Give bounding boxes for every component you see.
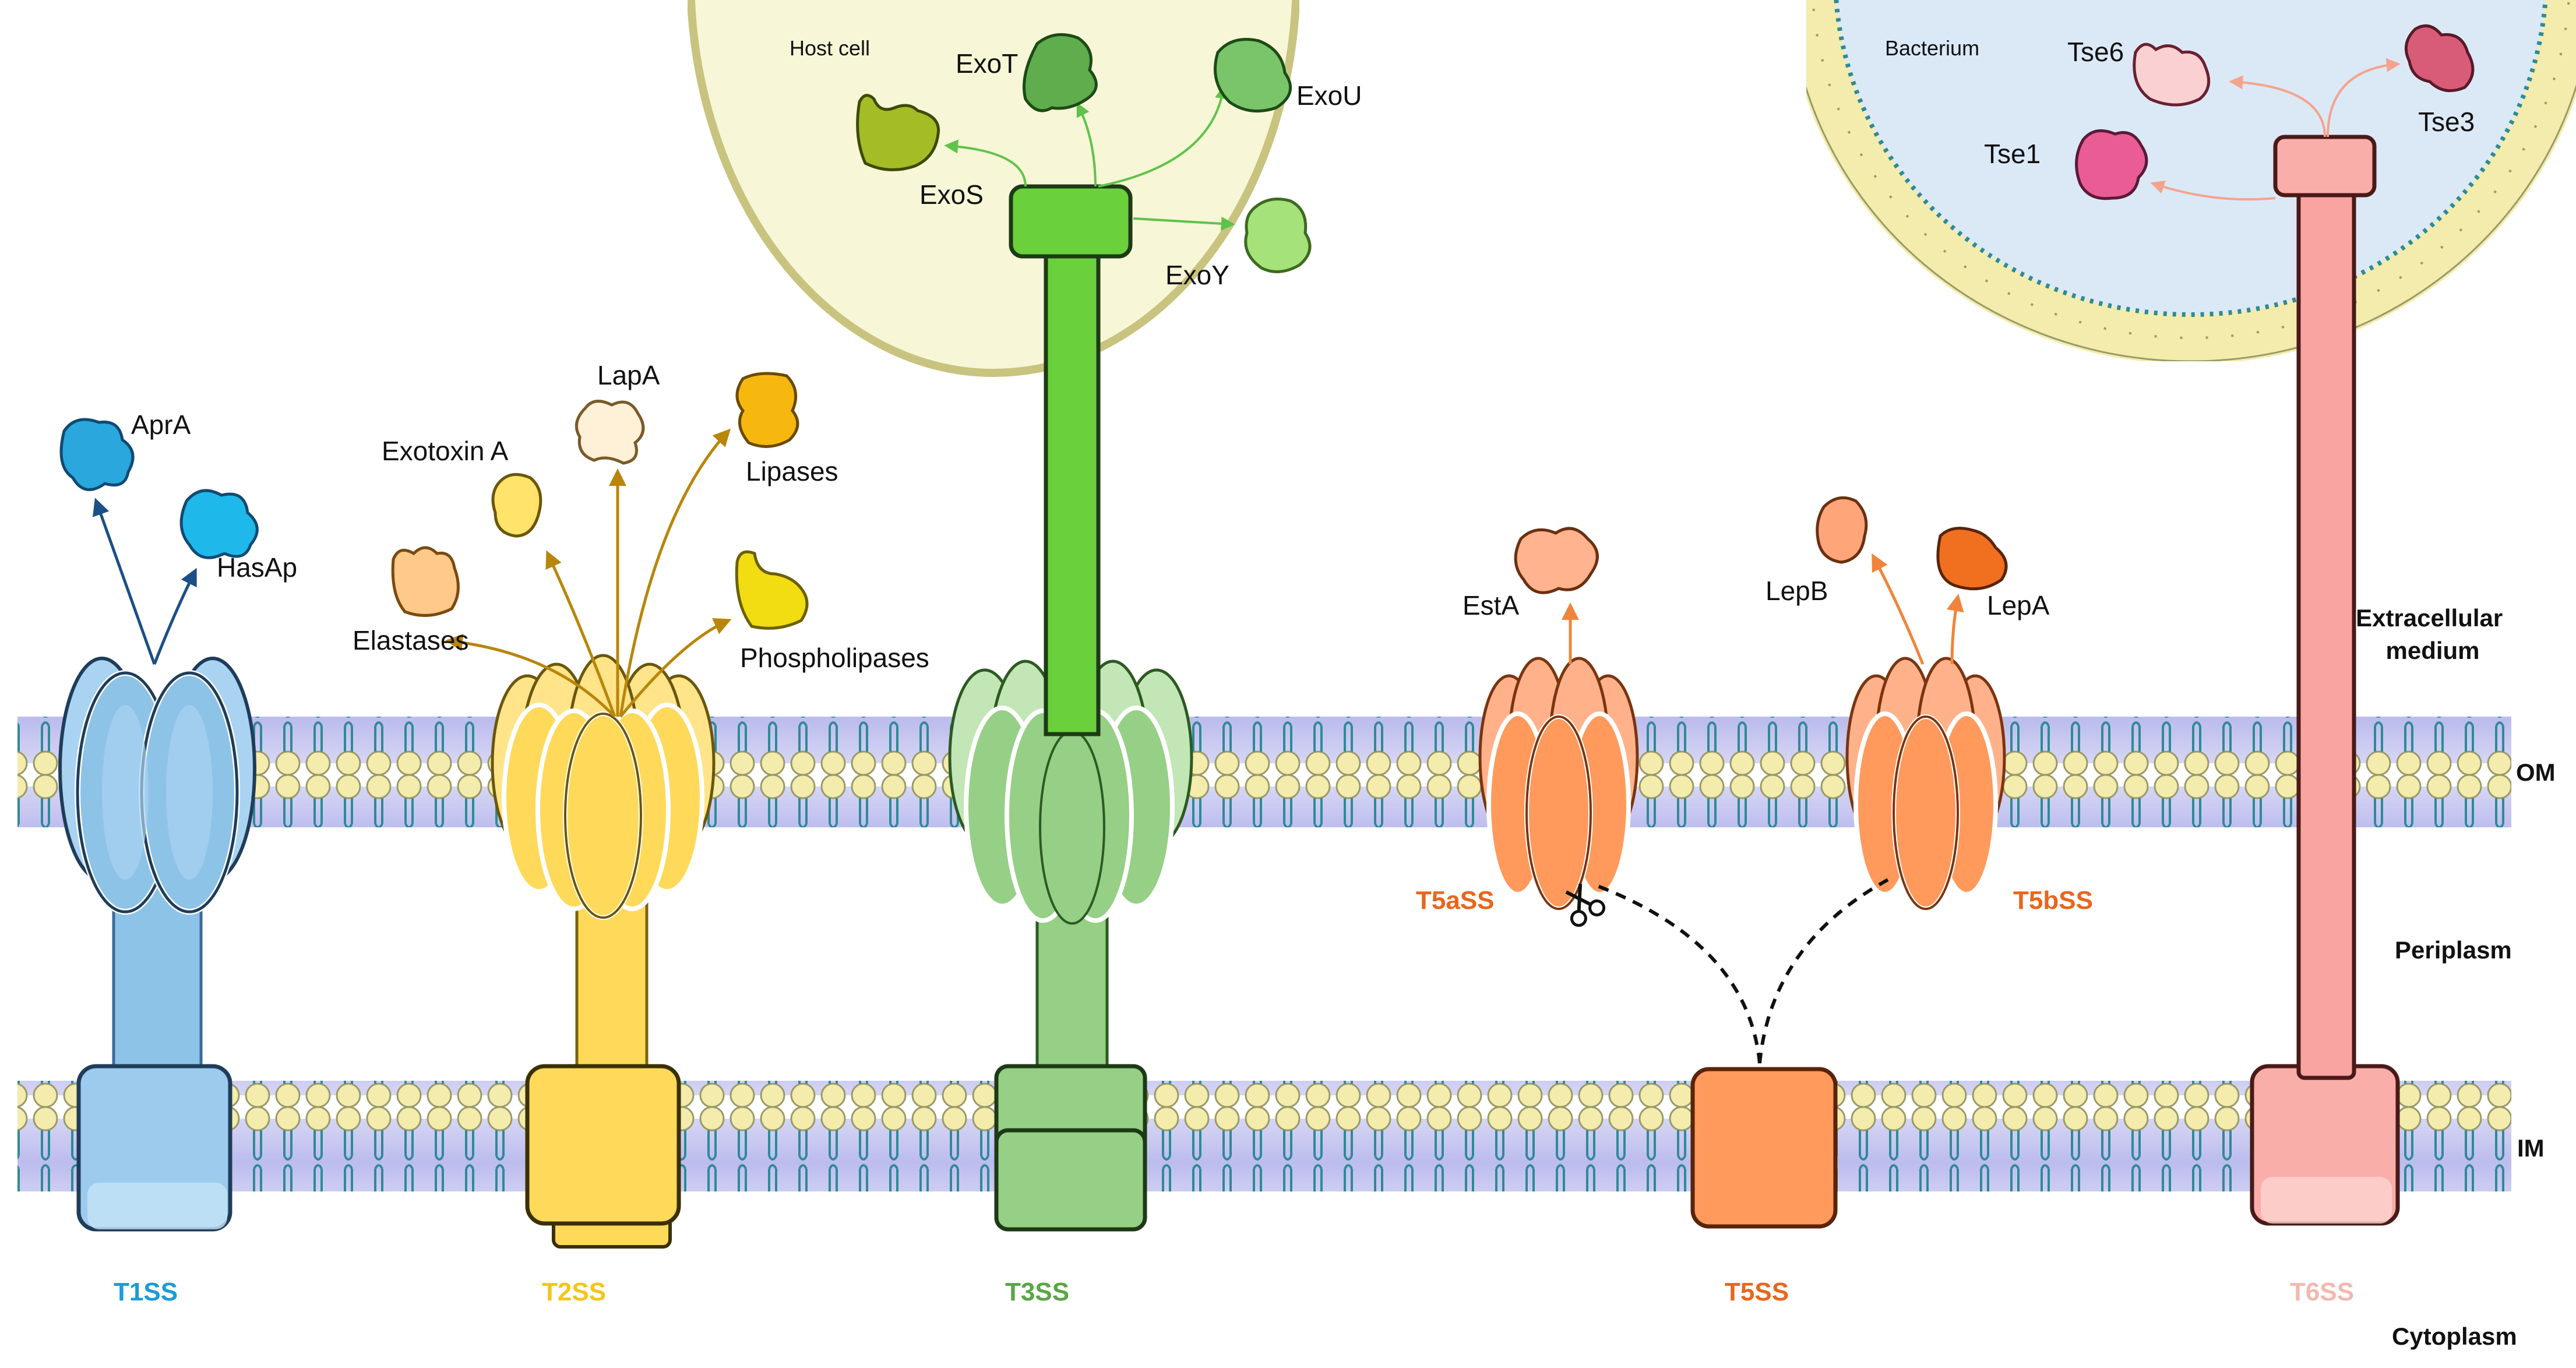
- exot-label: ExoT: [956, 48, 1018, 79]
- lipases-protein-icon: [735, 372, 799, 448]
- esta-protein-icon: [1514, 527, 1599, 594]
- hasap-label: HasAp: [217, 552, 297, 583]
- exoy-protein-icon: [1244, 198, 1312, 273]
- elastases-label: Elastases: [353, 625, 468, 655]
- om-label: OM: [2516, 759, 2556, 786]
- tse1-label: Tse1: [1984, 139, 2041, 169]
- target-bacterium: [1806, 0, 2576, 361]
- esta-label: EstA: [1463, 590, 1519, 620]
- t6ss-arrow-tse3: [2327, 58, 2401, 137]
- inner-membrane: [17, 1081, 2511, 1191]
- outer-membrane: [17, 717, 2511, 827]
- lepb-protein-icon: [1816, 496, 1868, 564]
- t6ss-apparatus: [2250, 135, 2400, 1226]
- bacterium-label: Bacterium: [1885, 36, 1979, 60]
- host-cell: [688, 0, 1299, 377]
- t3ss-arrow-exos: [944, 139, 1027, 187]
- lepa-protein-icon: [1936, 527, 2008, 591]
- extracellular-medium-label: Extracellular medium: [2356, 604, 2510, 664]
- tse6-label: Tse6: [2067, 37, 2124, 67]
- cytoplasm-label: Cytoplasm: [2392, 1323, 2517, 1350]
- lapa-protein-icon: [575, 400, 645, 465]
- exoy-label: ExoY: [1165, 260, 1229, 290]
- exou-protein-icon: [1214, 38, 1292, 113]
- t5bss-label: T5bSS: [2013, 886, 2093, 915]
- apra-label: AprA: [131, 410, 191, 440]
- t2ss-arrow-lipases: [619, 428, 731, 717]
- exot-protein-icon: [1023, 33, 1098, 112]
- tse3-protein-icon: [2404, 24, 2475, 93]
- t2ss-label: T2SS: [542, 1278, 606, 1306]
- t5ass-label: T5aSS: [1416, 886, 1495, 915]
- lepa-label: LepA: [1987, 590, 2050, 620]
- exos-protein-icon: [856, 94, 940, 171]
- t2ss-arrow-exotoxin-a: [545, 550, 616, 717]
- t1ss-label: T1SS: [114, 1278, 178, 1306]
- t5ass-apparatus: [1478, 657, 1639, 911]
- t5bss-apparatus: [1845, 657, 2006, 911]
- t3ss-arrow-exot: [1076, 102, 1097, 187]
- hasap-protein-icon: [179, 489, 259, 559]
- phospholipases-protein-icon: [735, 550, 809, 630]
- t3ss-arrow-exou: [1098, 84, 1229, 188]
- t6ss-arrow-tse6: [2229, 75, 2326, 137]
- exos-label: ExoS: [919, 179, 984, 210]
- t3ss-apparatus: [948, 184, 1193, 1232]
- scissors-icon: [1565, 883, 1606, 927]
- t5ss-dashed-path-a: [1595, 884, 1761, 1064]
- extracellular-label-line1: Extracellular: [2356, 604, 2503, 632]
- t6ss-arrow-tse1: [2150, 180, 2276, 201]
- tse6-protein-icon: [2133, 43, 2211, 107]
- im-label: IM: [2517, 1134, 2545, 1162]
- periplasm-label: Periplasm: [2395, 936, 2512, 964]
- lipases-label: Lipases: [746, 456, 838, 486]
- t2ss-arrow-elastases: [445, 633, 616, 718]
- exotoxin-a-protein-icon: [491, 473, 542, 538]
- exotoxin-a-label: Exotoxin A: [382, 436, 509, 466]
- tse3-label: Tse3: [2418, 107, 2475, 137]
- t2ss-apparatus: [491, 654, 716, 1249]
- phospholipases-label: Phospholipases: [740, 643, 929, 673]
- apra-protein-icon: [59, 418, 135, 491]
- t5ss-translocator: [1690, 1067, 1838, 1229]
- t1ss-arrow-hasap: [153, 567, 197, 665]
- t5ss-dashed-path-b: [1758, 878, 1889, 1064]
- t5ss-label: T5SS: [1725, 1278, 1789, 1306]
- lapa-label: LapA: [597, 360, 660, 390]
- tse1-protein-icon: [2075, 129, 2148, 200]
- t1ss-arrow-apra: [92, 498, 156, 665]
- elastases-protein-icon: [391, 546, 460, 617]
- exou-label: ExoU: [1296, 80, 1362, 111]
- t3ss-arrow-exoy: [1133, 216, 1235, 231]
- t5bss-arrow-lepb: [1872, 553, 1925, 665]
- lepb-label: LepB: [1766, 576, 1828, 606]
- extracellular-label-line2: medium: [2385, 637, 2479, 664]
- t6ss-label: T6SS: [2290, 1278, 2354, 1306]
- t2ss-arrow-phospholipases: [619, 618, 732, 718]
- t5bss-arrow-lepa: [1946, 594, 1964, 665]
- t1ss-apparatus: [58, 657, 256, 1232]
- t3ss-label: T3SS: [1005, 1278, 1069, 1306]
- host-cell-label: Host cell: [790, 36, 870, 60]
